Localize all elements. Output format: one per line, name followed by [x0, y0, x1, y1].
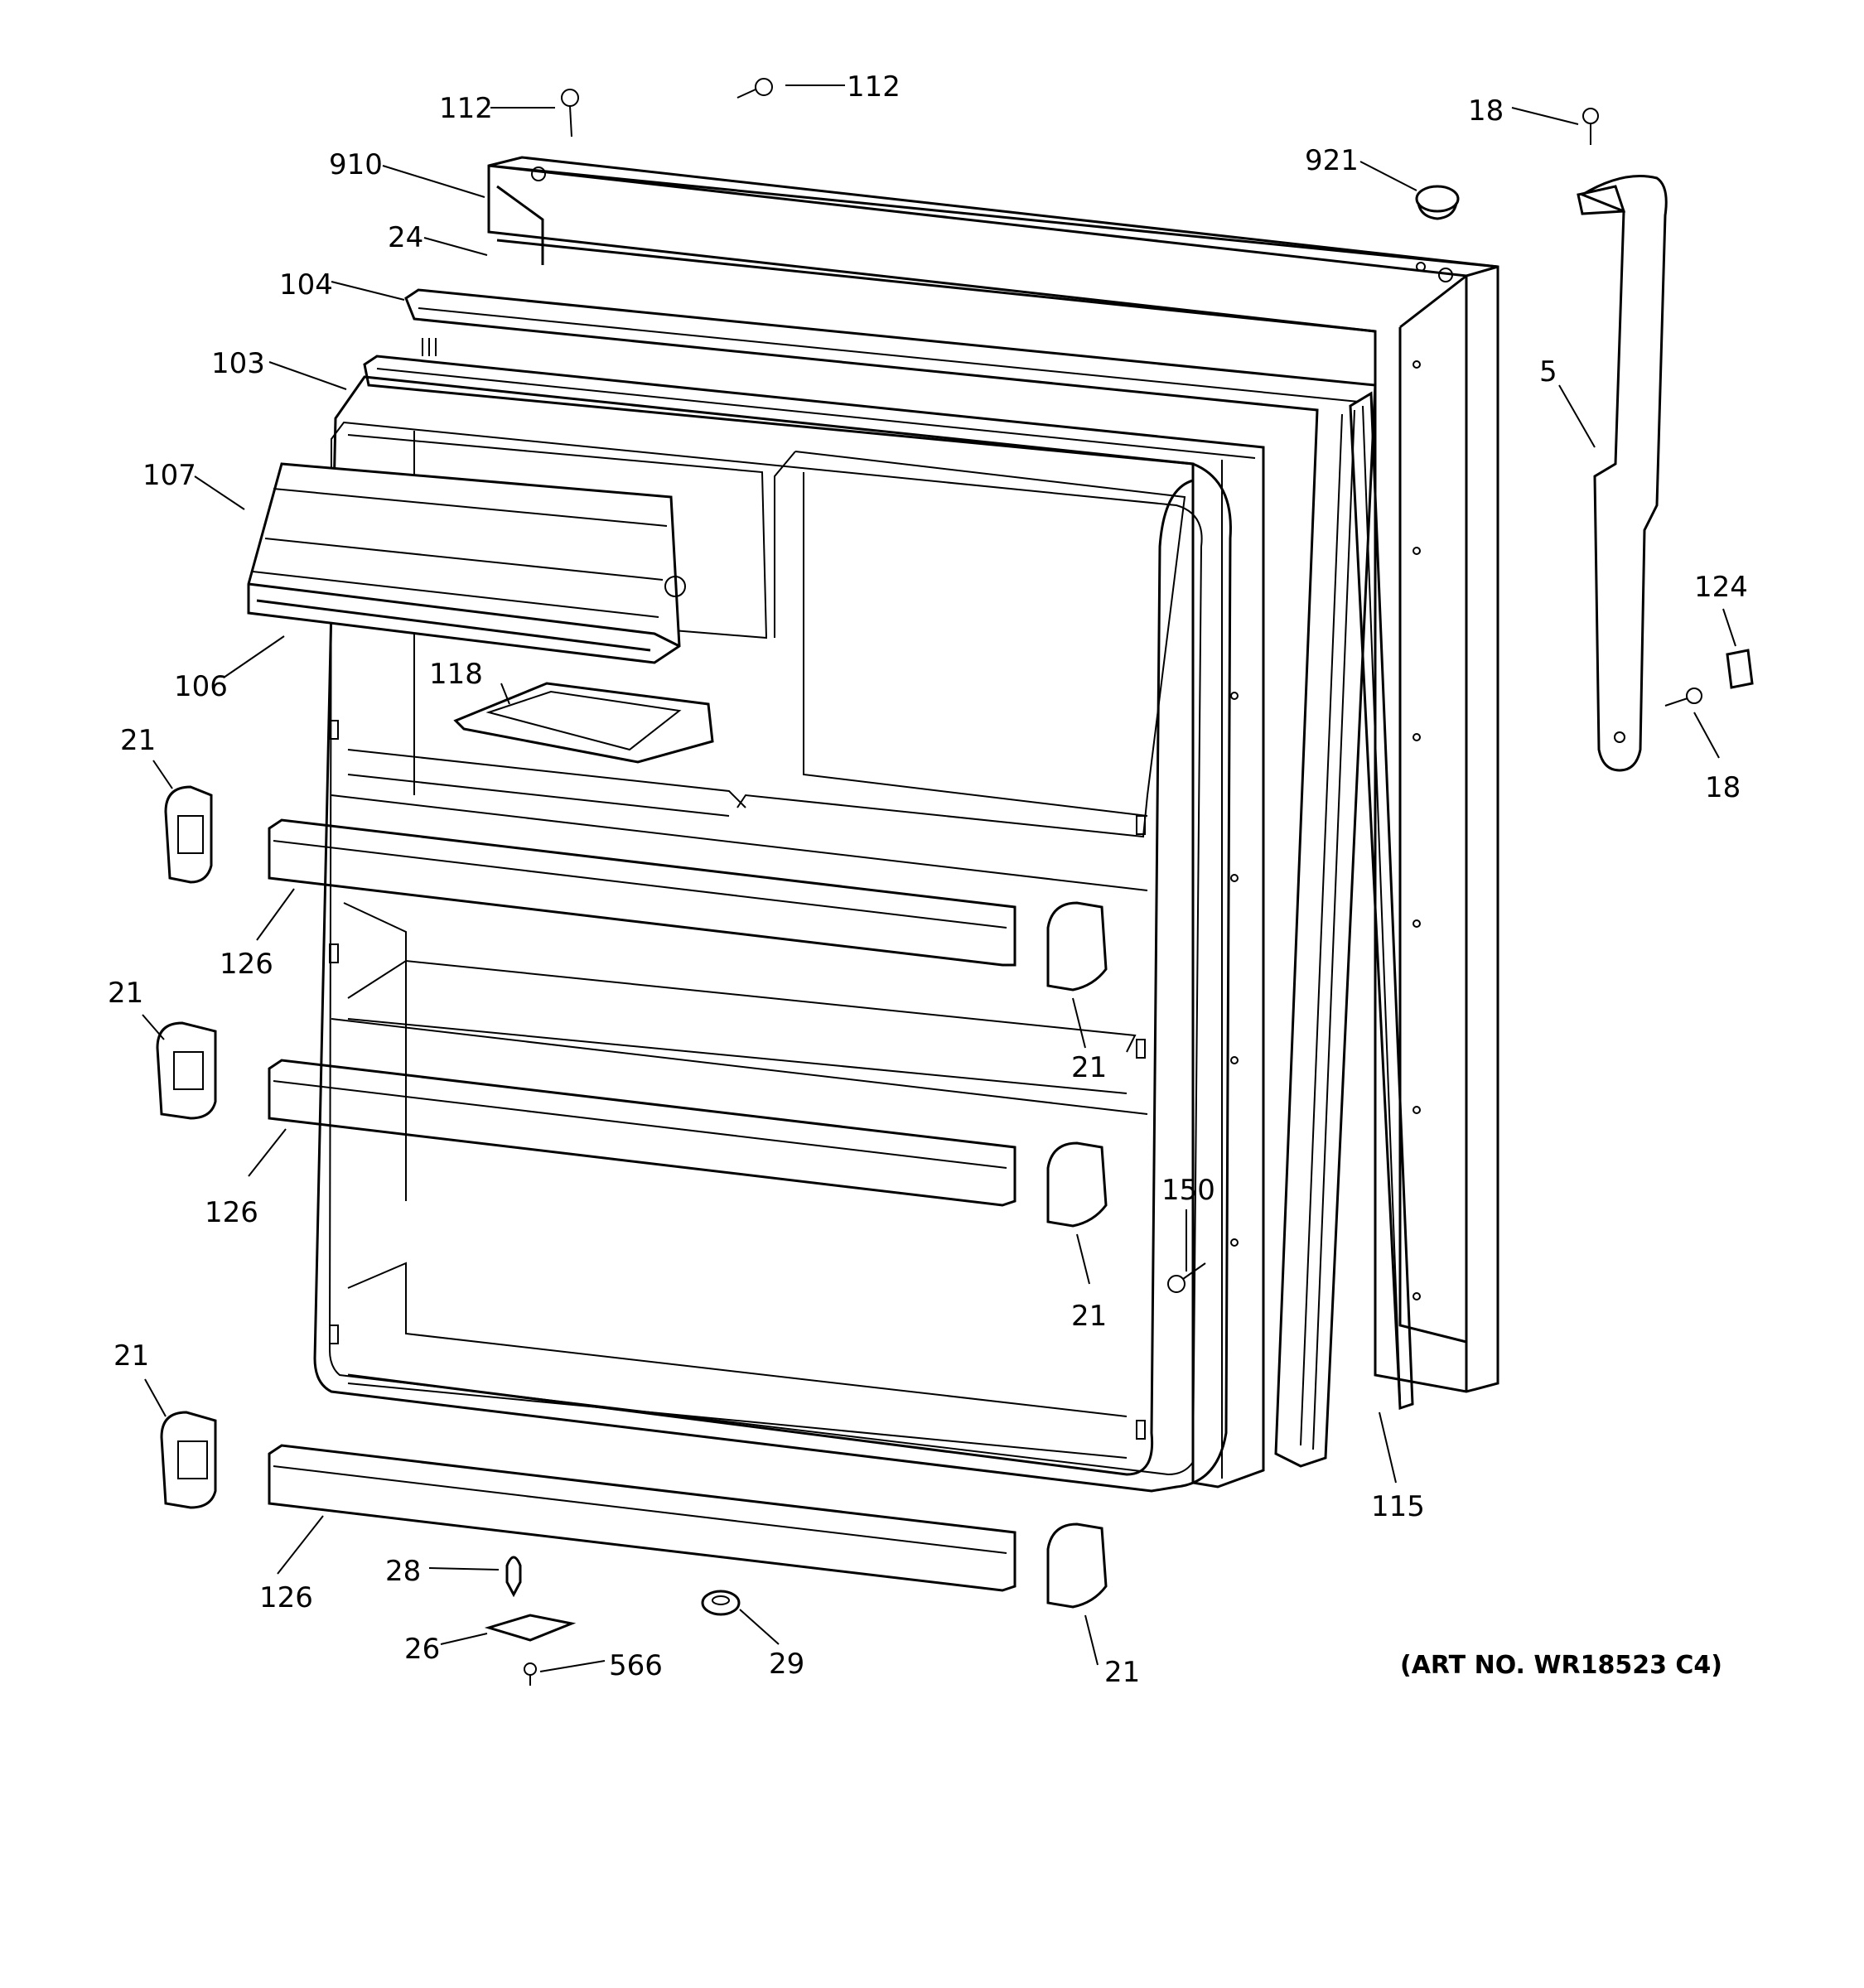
hinge-screw	[524, 1662, 537, 1686]
screw-top-right	[1582, 108, 1599, 145]
shelf-bar-mid	[268, 1059, 1017, 1207]
shelf-end-left-3	[160, 1411, 217, 1509]
callout-126-mid: 126	[205, 1196, 258, 1229]
callout-112-mid: 112	[847, 70, 901, 104]
callout-5: 5	[1539, 355, 1557, 388]
shelf-end-right-1	[1046, 901, 1108, 992]
callout-112-left: 112	[439, 92, 493, 125]
plug-button	[1415, 185, 1460, 220]
callout-labels: 112 112 18 18 910 921 24 104 103 5 107 1…	[108, 70, 1748, 1689]
egg-tray	[453, 682, 714, 764]
callout-104: 104	[279, 268, 333, 302]
callout-118: 118	[429, 658, 483, 691]
callout-18-right: 18	[1705, 771, 1741, 804]
callout-126-upper: 126	[220, 948, 273, 981]
shelf-end-right-2	[1046, 1141, 1108, 1228]
callout-26: 26	[404, 1633, 440, 1666]
callout-115: 115	[1371, 1490, 1425, 1523]
art-number: (ART NO. WR18523 C4)	[1400, 1651, 1722, 1680]
callout-28: 28	[385, 1555, 421, 1588]
callout-107: 107	[142, 459, 196, 492]
callout-21-right-3: 21	[1104, 1656, 1140, 1689]
shelf-bar-lower	[268, 1444, 1017, 1592]
screw-top-mid	[736, 78, 773, 99]
bracket-small	[1726, 649, 1754, 689]
callout-21-left-3: 21	[113, 1339, 149, 1373]
callout-29: 29	[769, 1648, 804, 1681]
bushing	[701, 1590, 741, 1616]
door-handle	[1577, 175, 1668, 772]
door-liner	[363, 355, 1265, 1489]
callout-126-lower: 126	[259, 1581, 313, 1614]
callout-21-left-2: 21	[108, 977, 143, 1010]
door-outer-panel	[487, 156, 1499, 1393]
callout-910: 910	[329, 148, 383, 181]
callout-21-left-1: 21	[120, 724, 156, 757]
callout-124: 124	[1694, 571, 1748, 604]
callout-24: 24	[388, 221, 423, 254]
callout-150: 150	[1161, 1174, 1215, 1207]
door-stop-pin	[505, 1556, 522, 1598]
dairy-compartment	[247, 462, 686, 664]
shelf-end-left-2	[156, 1021, 217, 1120]
callout-921: 921	[1305, 144, 1359, 177]
door-gasket	[404, 288, 1377, 1468]
callout-566: 566	[609, 1649, 663, 1682]
screw-liner	[1167, 1262, 1206, 1293]
shelf-end-right-3	[1046, 1522, 1108, 1609]
shelf-bar-upper	[268, 818, 1017, 967]
callout-106: 106	[174, 670, 228, 703]
callout-21-right-1: 21	[1071, 1051, 1107, 1084]
leader-lines	[142, 84, 1736, 1672]
screw-right	[1664, 688, 1702, 707]
side-trim	[1349, 391, 1414, 1411]
callout-21-right-2: 21	[1071, 1300, 1107, 1333]
callout-103: 103	[211, 347, 265, 380]
screw-top-left	[561, 89, 579, 138]
hinge-plate	[484, 1614, 577, 1642]
shelf-end-left-1	[164, 785, 213, 884]
callout-18-top: 18	[1468, 94, 1504, 128]
